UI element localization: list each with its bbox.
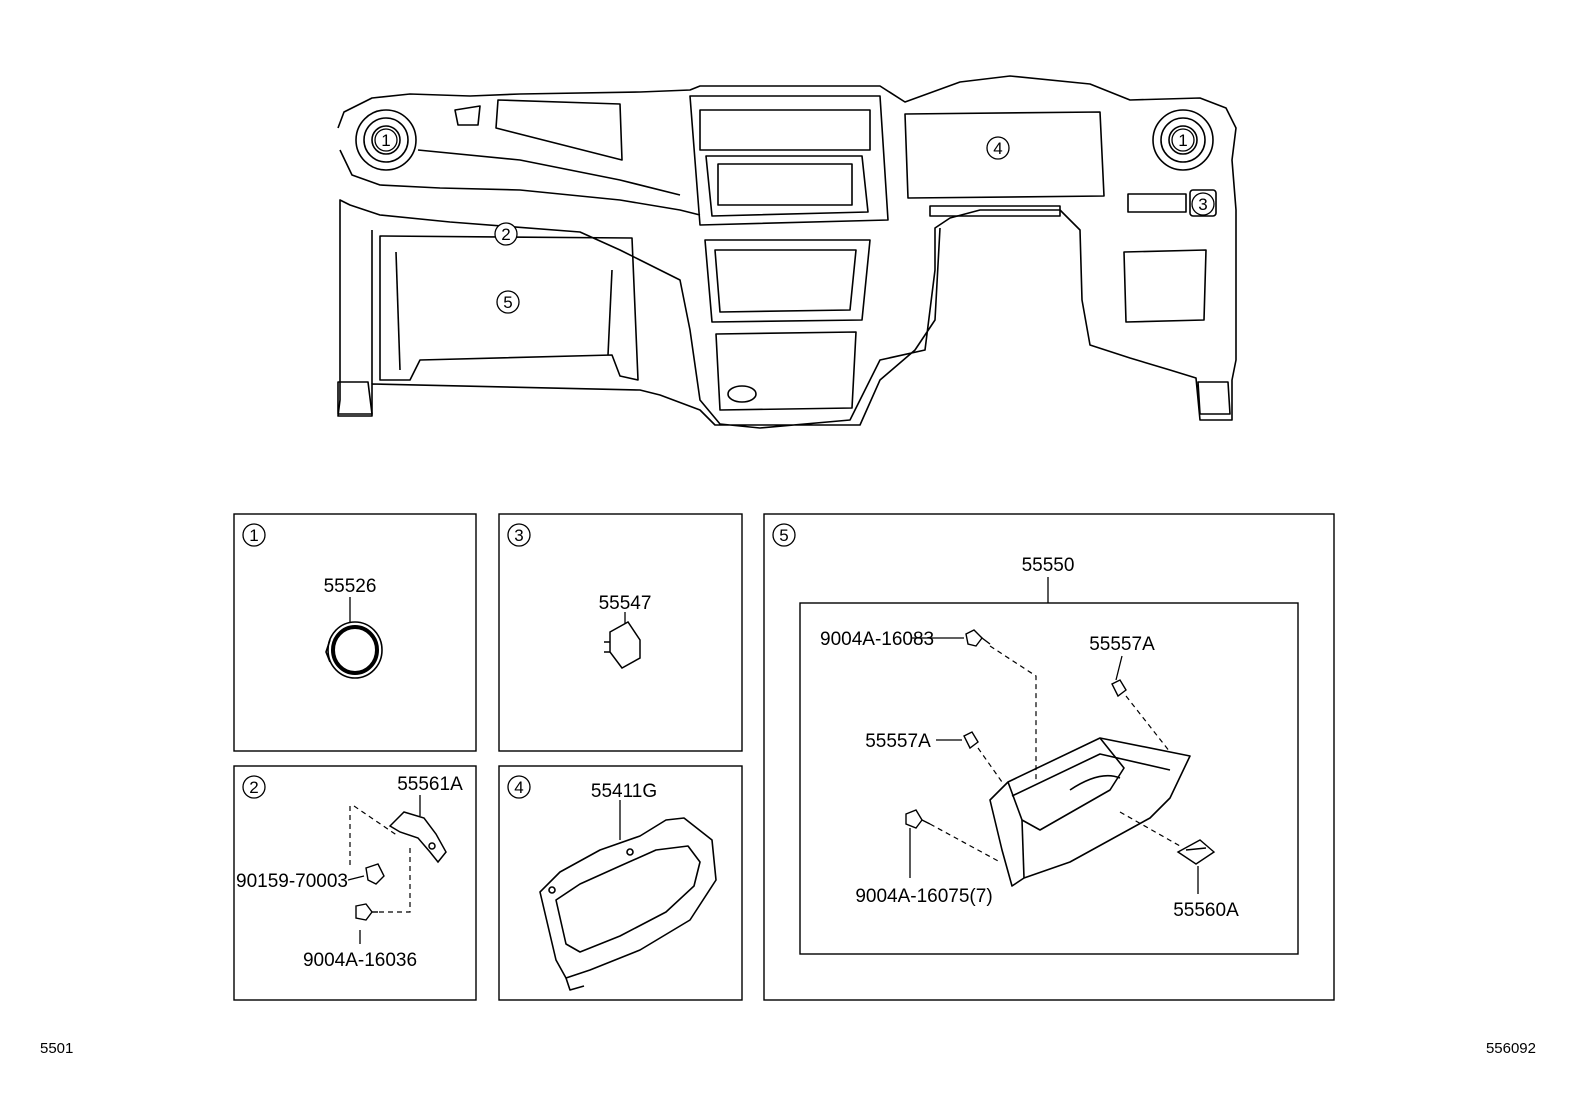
svg-text:2: 2 — [501, 225, 510, 244]
svg-text:4: 4 — [514, 778, 523, 797]
footer-right-code: 556092 — [1486, 1040, 1536, 1057]
callout-1-right: 1 — [1171, 128, 1195, 152]
footer-left-code: 5501 — [40, 1040, 73, 1057]
glove-box-part — [989, 737, 1191, 887]
svg-text:3: 3 — [514, 526, 523, 545]
svg-text:1: 1 — [249, 526, 258, 545]
svg-text:5: 5 — [503, 293, 512, 312]
dashboard-assembly-drawing — [337, 75, 1237, 429]
box-callouts: 1 3 2 4 5 — [242, 523, 796, 799]
part-label-9004a-16075: 9004A-16075(7) — [855, 886, 992, 907]
part-label-55550: 55550 — [1022, 555, 1075, 576]
latch-55560a — [1176, 839, 1216, 865]
switch-cover-part — [604, 621, 641, 669]
callout-4: 4 — [986, 136, 1010, 160]
detail-box-2 — [233, 765, 477, 1001]
svg-text:1: 1 — [381, 131, 390, 150]
svg-text:1: 1 — [1178, 131, 1187, 150]
svg-text:5: 5 — [779, 526, 788, 545]
stopper-55557a-left — [963, 731, 979, 750]
callout-2: 2 — [494, 222, 518, 246]
svg-text:4: 4 — [993, 139, 1002, 158]
detail-box-4 — [498, 765, 743, 1001]
detail-box-1 — [233, 513, 477, 752]
part-label-9004a-16036: 9004A-16036 — [303, 950, 417, 971]
stopper-55557a-top — [1111, 679, 1127, 698]
part-label-9004a-16083: 9004A-16083 — [820, 629, 934, 650]
part-label-55560a: 55560A — [1173, 900, 1239, 921]
screw-9004a-16075 — [905, 809, 931, 829]
part-label-55526: 55526 — [324, 576, 377, 597]
box-3-callout: 3 — [507, 523, 531, 547]
screw-9004a-16036 — [355, 903, 378, 921]
clip-90159 — [365, 863, 385, 885]
part-label-55411g: 55411G — [591, 781, 657, 802]
left-vent — [355, 109, 417, 171]
screw-9004a-16083 — [965, 629, 991, 647]
right-vent — [1152, 109, 1214, 171]
bracket-part — [388, 811, 447, 864]
callout-3: 3 — [1191, 192, 1215, 216]
cluster-panel-part — [539, 817, 717, 991]
svg-text:3: 3 — [1198, 195, 1207, 214]
box-2-callout: 2 — [242, 775, 266, 799]
part-label-55561a: 55561A — [397, 774, 463, 795]
part-label-55547: 55547 — [599, 593, 652, 614]
svg-text:2: 2 — [249, 778, 258, 797]
detail-box-3 — [498, 513, 743, 752]
box-4-callout: 4 — [507, 775, 531, 799]
callout-1-left: 1 — [374, 128, 398, 152]
part-label-90159-70003: 90159-70003 — [236, 871, 348, 892]
callout-5: 5 — [496, 290, 520, 314]
box-5-callout: 5 — [772, 523, 796, 547]
part-label-55557a-top: 55557A — [1089, 634, 1155, 655]
box-1-callout: 1 — [242, 523, 266, 547]
detail-box-5 — [763, 513, 1335, 1001]
part-label-55557a-left: 55557A — [865, 731, 931, 752]
dashboard-callouts: 1 1 2 3 4 5 — [374, 128, 1215, 314]
detail-box-5-inner — [799, 602, 1299, 955]
vent-ring-part — [325, 621, 383, 679]
